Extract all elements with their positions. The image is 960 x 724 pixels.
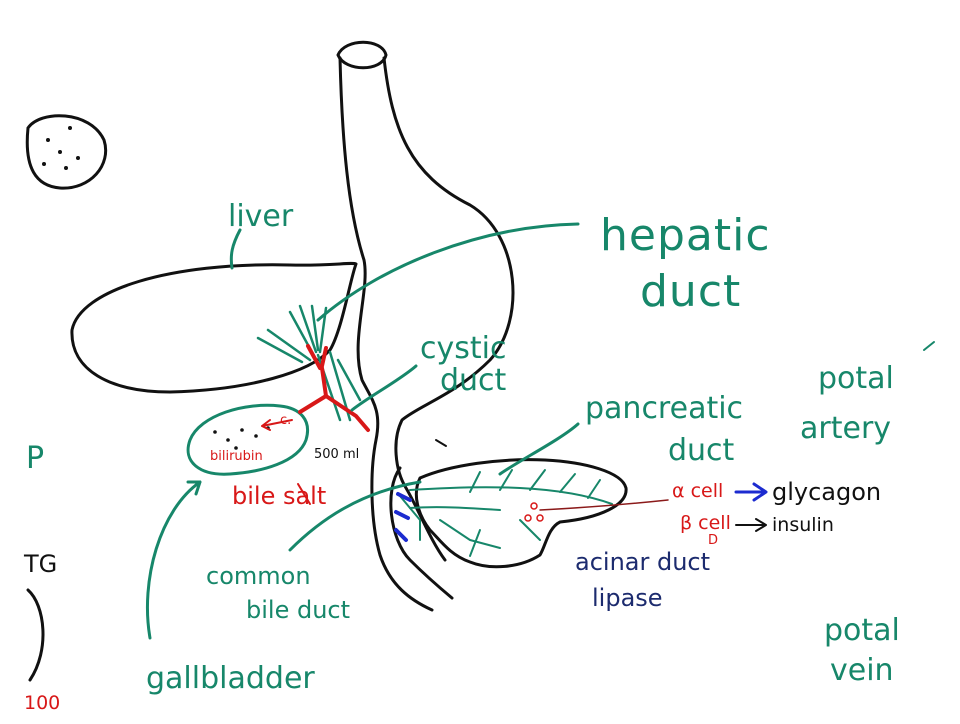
label-vein: vein: [830, 653, 894, 688]
label-potal-vein-1: potal: [824, 613, 900, 648]
blue-duct-marks: [394, 492, 412, 542]
label-pancreatic: pancreatic: [585, 391, 744, 426]
hepatic-pointer: [316, 222, 580, 322]
left-circle-top: [25, 114, 108, 190]
label-bile-duct: bile duct: [246, 596, 351, 624]
label-liver: liver: [228, 199, 294, 234]
label-acinar-duct: acinar duct: [575, 548, 711, 576]
label-hepatic: hepatic: [600, 210, 771, 261]
label-left-p: P: [26, 441, 45, 476]
label-c: c.: [280, 413, 292, 428]
glycagon-arrow: [734, 482, 768, 502]
label-alpha-cell: α cell: [672, 480, 724, 502]
left-circle-dots: [42, 126, 80, 170]
pancreas-outline: [414, 458, 628, 569]
right-edge-mark: [923, 341, 935, 351]
label-bilirubin: bilirubin: [210, 449, 263, 464]
label-delta-cell: D: [708, 533, 719, 548]
gallbladder-pointer: [146, 480, 202, 640]
stomach-tick: [435, 439, 447, 447]
label-beta-cell: β cell: [680, 512, 731, 534]
insulin-arrow: [735, 518, 767, 532]
common-bile-pointer: [288, 480, 422, 552]
gallbladder-outline: [186, 403, 309, 476]
label-hepatic-duct: duct: [640, 266, 742, 317]
label-gallbladder: gallbladder: [146, 661, 315, 696]
cystic-duct-red: [298, 344, 370, 432]
label-artery: artery: [800, 411, 892, 446]
left-arc-bottom: [26, 588, 45, 682]
pancreatic-pointer: [498, 422, 580, 476]
label-lipase: lipase: [592, 584, 663, 612]
label-common: common: [206, 562, 311, 590]
label-insulin: insulin: [772, 514, 834, 536]
stomach-outline-right: [382, 56, 515, 562]
alpha-cell-line: [539, 499, 669, 511]
label-left-tg: TG: [24, 550, 58, 578]
hepatic-duct-branches: [256, 304, 362, 422]
bile-salt-dash: [297, 483, 311, 505]
stomach-outline-left: [338, 56, 434, 612]
label-bile-salt: bile salt: [232, 482, 327, 510]
label-cystic-duct: duct: [440, 363, 507, 398]
label-pancreatic-duct: duct: [668, 433, 735, 468]
label-left-100: 100: [24, 692, 61, 714]
islet-dots: [524, 502, 544, 522]
cystic-pointer: [350, 364, 418, 412]
label-cystic: cystic: [420, 331, 507, 366]
bilirubin-arrow: [261, 419, 293, 431]
pancreatic-duct-network: [399, 469, 613, 557]
liver-outline: [70, 261, 358, 394]
label-glycagon: glycagon: [772, 478, 882, 506]
esophagus-top: [336, 40, 388, 70]
label-volume: 500 ml: [314, 447, 360, 462]
liver-pointer: [229, 228, 242, 270]
gallbladder-dots: [213, 426, 270, 450]
label-potal-artery-1: potal: [818, 361, 894, 396]
